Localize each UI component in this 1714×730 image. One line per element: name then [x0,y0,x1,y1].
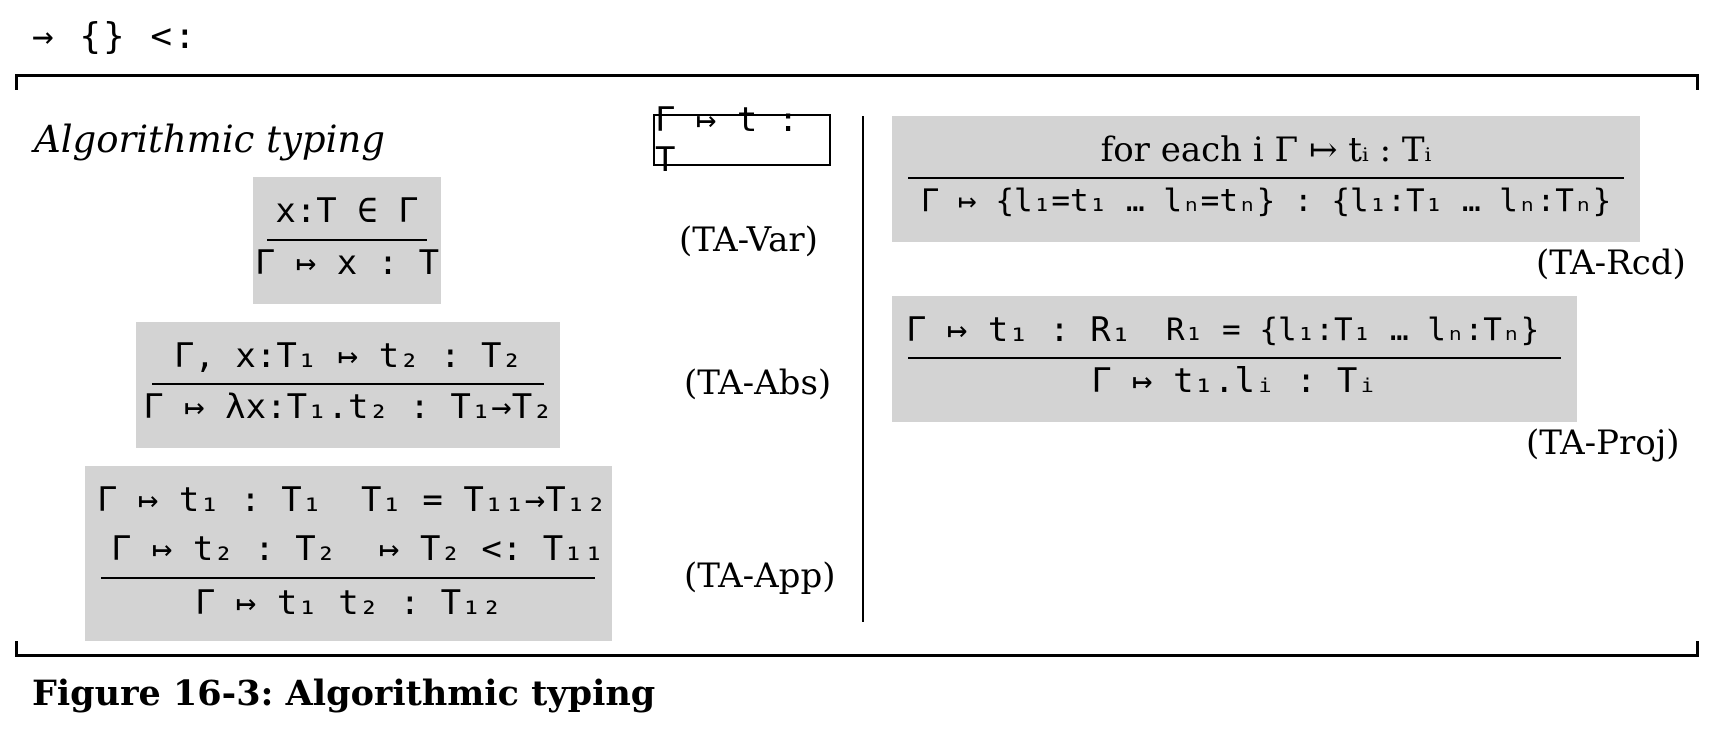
ta-app-name: (TA-App) [684,556,836,596]
ta-var-conclusion: Γ ↦ x : T [254,243,440,283]
ta-var-inference-bar [267,239,427,241]
judgment-form: Γ ↦ t : T [655,100,799,180]
column-divider [862,116,864,622]
ta-app-premise-2b: ↦ T₂ <: T₁₁ [379,529,605,569]
ta-abs-premise: Γ, x:T₁ ↦ t₂ : T₂ [174,336,522,376]
ta-var-name: (TA-Var) [679,220,818,260]
ta-proj-premise-a: Γ ↦ t₁ : R₁ [906,310,1132,350]
ta-app-inference-bar [101,577,595,579]
ta-rcd-inference-bar [908,177,1624,179]
top-rule [15,74,1699,77]
ta-rcd-name: (TA-Rcd) [1536,243,1686,283]
top-rule-right-tick [1696,74,1699,90]
rule-ta-rcd: for each i Γ ↦ tᵢ : Tᵢ Γ ↦ {l₁=t₁ … lₙ=t… [892,116,1640,242]
ta-proj-premise-b: R₁ = {l₁:T₁ … lₙ:Tₙ} [1166,312,1540,348]
rule-ta-proj: Γ ↦ t₁ : R₁ R₁ = {l₁:T₁ … lₙ:Tₙ} Γ ↦ t₁.… [892,296,1577,422]
ta-rcd-conclusion: Γ ↦ {l₁=t₁ … lₙ=tₙ} : {l₁:T₁ … lₙ:Tₙ} [920,183,1612,219]
ta-var-premise: x:T ∈ Γ [275,191,419,231]
rule-ta-abs: Γ, x:T₁ ↦ t₂ : T₂ Γ ↦ λx:T₁.t₂ : T₁→T₂ [136,322,560,448]
header-symbols: → {} <: [32,16,198,57]
section-title: Algorithmic typing [34,118,385,161]
ta-abs-name: (TA-Abs) [684,363,832,403]
ta-abs-inference-bar [152,383,544,385]
figure-caption: Figure 16-3: Algorithmic typing [32,673,656,714]
ta-app-premise-1a: Γ ↦ t₁ : T₁ [97,480,323,520]
ta-proj-conclusion: Γ ↦ t₁.lᵢ : Tᵢ [1091,361,1378,401]
judgment-form-box: Γ ↦ t : T [653,100,831,180]
bottom-rule [15,654,1699,657]
rule-ta-app: Γ ↦ t₁ : T₁ T₁ = T₁₁→T₁₂ Γ ↦ t₂ : T₂ ↦ T… [85,466,612,641]
ta-app-conclusion: Γ ↦ t₁ t₂ : T₁₂ [194,583,503,623]
rule-ta-var: x:T ∈ Γ Γ ↦ x : T [253,177,441,304]
top-rule-left-tick [15,74,18,90]
bottom-rule-right-tick [1696,641,1699,657]
bottom-rule-left-tick [15,641,18,657]
ta-app-premise-2a: Γ ↦ t₂ : T₂ [111,529,337,569]
ta-abs-conclusion: Γ ↦ λx:T₁.t₂ : T₁→T₂ [143,387,553,427]
ta-proj-inference-bar [908,357,1561,359]
ta-proj-name: (TA-Proj) [1526,423,1680,463]
ta-rcd-premise: for each i Γ ↦ tᵢ : Tᵢ [1100,130,1432,170]
ta-app-premise-1b: T₁ = T₁₁→T₁₂ [361,480,607,520]
